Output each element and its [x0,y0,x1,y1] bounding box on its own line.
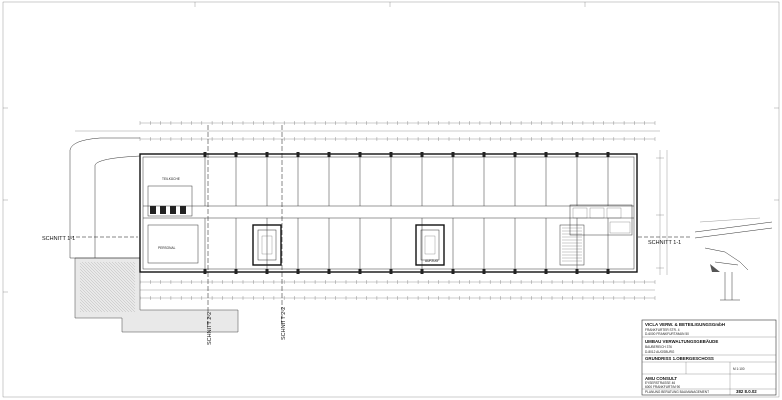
column [575,152,579,157]
title-block: VICLA VERW. & BETEILIGUNGSGmbH FRANKFURT… [641,319,777,396]
room-label-kitchen: TEILKÜCHE [162,177,180,181]
stair-core-right [415,224,445,266]
section-label-bottom-mid: SCHNITT 2-2 [281,307,287,340]
column [296,152,300,157]
column [327,269,331,274]
column [451,152,455,157]
column [358,152,362,157]
column [358,269,362,274]
right-dimension-chain [656,150,668,275]
column [420,269,424,274]
column [482,269,486,274]
sanitary-block [569,204,633,236]
owner-name: VICLA VERW. & BETEILIGUNGSGmbH [645,322,725,327]
section-cut-right: SCHNITT 1-1 [638,236,690,246]
project-area: BAUBEREICH 376 [645,345,672,349]
column [203,152,207,157]
column [420,152,424,157]
section-label-right: SCHNITT 1-1 [648,240,681,246]
column [265,269,269,274]
column [513,152,517,157]
owner-street: FRANKFURTER STR. 4 [645,328,680,332]
drawing-scale: M 1:100 [733,367,745,371]
column [203,269,207,274]
column [544,152,548,157]
column [296,269,300,274]
section-cut-vertical-left: SCHNITT 2-2 [207,125,213,345]
section-label-bottom-left: SCHNITT 2-2 [207,312,213,345]
project-city: D-8012 AUGSBURG [645,350,675,354]
owner-city: D-6000 FRANKFURT/MAIN 50 [645,332,689,336]
column [606,269,610,274]
service-rooms-west [147,185,199,264]
section-cut-vertical-mid: SCHNITT 2-2 [281,125,287,340]
column [234,152,238,157]
stair-core-left [252,224,282,266]
column [482,152,486,157]
firm-tagline: PLANUNG BERATUNG BAUMANAGEMENT [645,390,709,394]
column [234,269,238,274]
column [389,152,393,157]
section-cut-left: SCHNITT 1-1 [42,236,138,242]
firm-city: 6000 FRANKFURT/M 90 [645,385,680,389]
building-outline [139,153,638,273]
bottom-dimension-chains [139,280,656,300]
column [265,152,269,157]
column [327,152,331,157]
firm-name: AMU CONSULT [645,376,677,381]
firm-street: EYSERSTRASSE 46 [645,381,675,385]
top-dimension-chains [75,121,660,141]
column [513,269,517,274]
project-title: UMBAU VERWALTUNGSGEBÄUDE [645,339,718,344]
column [544,269,548,274]
column [606,152,610,157]
terrace-area [69,137,239,333]
drawing-number: 382 8.0.02 [736,389,757,394]
room-label-personal: PERSONAL [158,246,176,250]
facade-detail-sketch [694,217,773,301]
column [451,269,455,274]
room-labels: TEILKÜCHE PERSONAL AUFZUG [158,177,439,263]
column [389,269,393,274]
drawing-title: GRUNDRISS 1.OBERGESCHOSS [645,356,714,361]
section-label-left: SCHNITT 1-1 [42,236,75,242]
structural-grid [203,152,610,274]
stair-core-east [559,224,585,266]
column [575,269,579,274]
room-label-lift: AUFZUG [425,259,439,263]
